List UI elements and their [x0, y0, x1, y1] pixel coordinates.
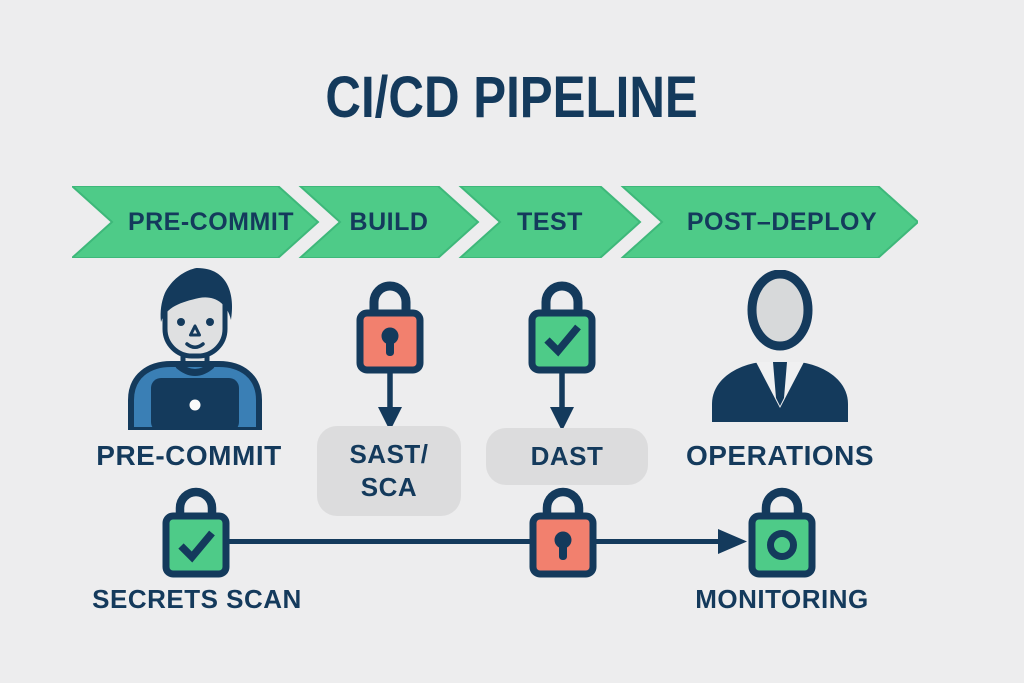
padlock-locked-icon [521, 482, 605, 587]
padlock-check-icon [154, 482, 238, 587]
chevron-shape [72, 186, 320, 258]
stage-post-deploy: POST–DEPLOY [686, 207, 878, 236]
operations-person-icon [700, 269, 860, 427]
dast-label: DAST [530, 441, 604, 471]
sca-line: SCA [360, 472, 418, 502]
flow-arrow-connector [196, 529, 747, 554]
dast-box: DAST [486, 428, 648, 485]
chevron-shape [620, 186, 918, 258]
stage-test: TEST [517, 207, 583, 236]
padlock-locked-icon [348, 276, 432, 437]
arrow-right-icon [718, 529, 747, 554]
label-pre-commit: PRE-COMMIT [96, 440, 282, 471]
padlock-check-icon [520, 276, 604, 437]
sast-line: SAST/ [349, 439, 429, 469]
padlock-monitoring-icon [740, 482, 824, 587]
page-title: CI/CD PIPELINE [325, 63, 699, 130]
chevron-shape [298, 186, 480, 258]
stage-pre-commit: PRE-COMMIT [127, 207, 295, 236]
pipeline-stage-banner [72, 186, 918, 258]
chevron-shape [458, 186, 642, 258]
label-monitoring: MONITORING [695, 584, 869, 614]
developer-icon [115, 266, 275, 435]
label-secrets-scan: SECRETS SCAN [92, 584, 302, 614]
stage-build: BUILD [349, 207, 429, 236]
label-operations: OPERATIONS [685, 440, 875, 471]
sast-sca-box: SAST/ SCA [317, 426, 461, 516]
